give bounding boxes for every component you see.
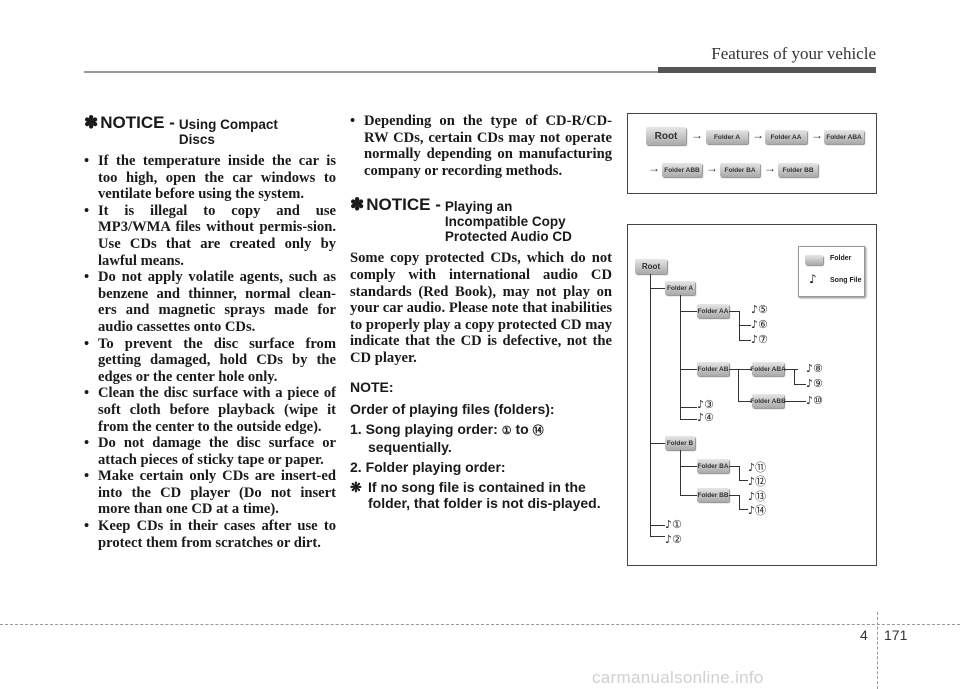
arrow-icon: →	[811, 128, 823, 142]
folder-abb: Folder ABB	[662, 163, 702, 177]
page-number: 171	[884, 627, 908, 643]
notice-cd-list: •If the temperature inside the car is to…	[84, 153, 336, 551]
song-5: ♪⑤	[751, 303, 768, 316]
tree-folder-a: Folder A	[665, 281, 695, 295]
footer-rule	[0, 624, 960, 625]
remark-mark-icon: ❋	[350, 478, 362, 495]
legend-song-label: Song File	[830, 277, 862, 284]
note-remark: ❋ If no song file is contained in the fo…	[350, 478, 601, 511]
header-accent-bar	[658, 67, 876, 73]
notice-label: NOTICE -	[366, 195, 441, 215]
notice-cd-heading: ✽ NOTICE - Using Compact Discs	[84, 113, 336, 147]
folder-sequence-diagram: Root → Folder A → Folder AA → Folder ABA…	[627, 113, 877, 194]
song-3: ♪③	[697, 398, 714, 411]
song-10: ♪⑩	[806, 394, 823, 407]
list-item: •Keep CDs in their cases after use to pr…	[84, 518, 336, 551]
list-item: •It is illegal to copy and use MP3/WMA f…	[84, 202, 336, 269]
song-4: ♪④	[697, 411, 714, 424]
note-item-2: 2. Folder playing order:	[350, 458, 506, 475]
list-item: •Do not damage the disc surface or attac…	[84, 435, 336, 468]
tree-folder-ba: Folder BA	[697, 459, 729, 473]
folder-aa: Folder AA	[765, 130, 807, 144]
header-rule	[84, 71, 876, 73]
song-13: ♪⑬	[748, 490, 767, 503]
column-left: ✽ NOTICE - Using Compact Discs •If the t…	[84, 113, 336, 551]
section-title: Features of your vehicle	[711, 44, 876, 63]
song-9: ♪⑨	[806, 377, 823, 390]
folder-root: Root	[646, 127, 686, 145]
song-2: ♪②	[665, 533, 682, 546]
arrow-icon: →	[752, 128, 764, 142]
note-order-title: Order of playing files (folders):	[350, 400, 555, 417]
folder-a: Folder A	[706, 130, 748, 144]
column-middle: •Depending on the type of CD-R/CD-RW CDs…	[350, 113, 612, 511]
song-7: ♪⑦	[751, 333, 768, 346]
tree-folder-abb: Folder ABB	[750, 394, 786, 408]
notice-copy-heading: ✽ NOTICE - Playing an Incompatible Copy …	[350, 195, 612, 244]
list-item: •If the temperature inside the car is to…	[84, 153, 336, 203]
list-item: •Clean the disc surface with a piece of …	[84, 385, 336, 435]
note-item-1: 1. Song playing order: ① to ⑭ sequential…	[350, 420, 544, 455]
folder-ba: Folder BA	[720, 163, 760, 177]
folder-aba: Folder ABA	[824, 130, 864, 144]
notice-star-icon: ✽	[84, 113, 99, 132]
folder-bb: Folder BB	[778, 163, 818, 177]
chapter-number: 4	[860, 627, 868, 643]
notice-subheading: Playing an Incompatible Copy Protected A…	[444, 199, 572, 245]
song-12: ♪⑫	[748, 475, 767, 488]
tree-folder-aba: Folder ABA	[750, 362, 786, 376]
watermark: carmanualsonline.info	[592, 668, 764, 687]
song-8: ♪⑧	[806, 362, 823, 375]
arrow-icon: →	[706, 161, 718, 175]
note-label: NOTE:	[350, 378, 394, 395]
list-item: •Make certain only CDs are insert-ed int…	[84, 468, 336, 518]
legend-box: Folder ♪ Song File	[798, 246, 865, 297]
notice-copy-body: Some copy protected CDs, which do not co…	[350, 250, 612, 366]
tree-folder-ab: Folder AB	[697, 362, 729, 376]
song-11: ♪⑪	[748, 461, 767, 474]
list-item: •To prevent the disc surface from gettin…	[84, 335, 336, 385]
legend-folder-swatch	[805, 255, 823, 265]
song-6: ♪⑥	[751, 318, 768, 331]
folder-tree-diagram: Folder ♪ Song File Root Folder A Folder …	[627, 224, 877, 566]
legend-folder-label: Folder	[830, 255, 852, 262]
arrow-icon: →	[764, 161, 776, 175]
tree-folder-aa: Folder AA	[697, 304, 729, 318]
tree-root: Root	[635, 259, 667, 274]
arrow-icon: →	[691, 128, 703, 142]
song-1: ♪①	[665, 518, 682, 531]
notice-star-icon: ✽	[350, 195, 365, 215]
song-14: ♪⑭	[748, 504, 767, 517]
footer-divider	[877, 612, 878, 689]
arrow-icon: →	[648, 161, 660, 175]
notice-subheading: Using Compact Discs	[178, 117, 278, 147]
music-note-icon: ♪	[809, 272, 817, 286]
list-item: •Depending on the type of CD-R/CD-RW CDs…	[350, 113, 612, 179]
tree-folder-b: Folder B	[665, 436, 695, 450]
notice-label: NOTICE -	[100, 113, 175, 132]
tree-folder-bb: Folder BB	[697, 488, 729, 502]
list-item: •Do not apply volatile agents, such as b…	[84, 269, 336, 335]
